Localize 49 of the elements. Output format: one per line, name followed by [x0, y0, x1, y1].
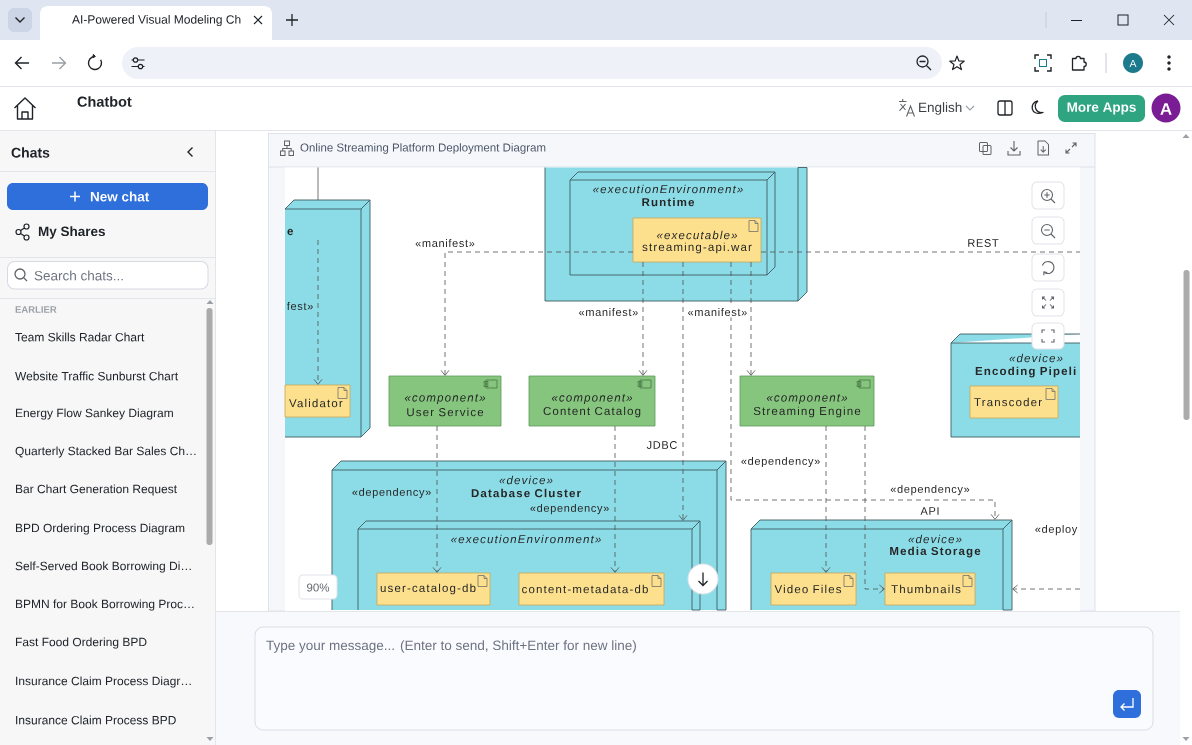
connector-label: API: [920, 507, 939, 515]
arrow: [1012, 584, 1081, 594]
edge-label: REST: [965, 237, 1001, 249]
connector-line: [760, 251, 1081, 253]
chat-title: Energy Flow Sankey Diagram: [16, 408, 173, 420]
language-label: English: [919, 102, 962, 115]
chat-title: Team Skills Radar Chart: [15, 332, 145, 342]
edge-label: «deploy: [1033, 523, 1079, 537]
app-title: Chatbot: [77, 96, 132, 107]
component-box: «component» Content Catalog: [528, 375, 656, 427]
edge-label: JDBC: [645, 439, 679, 451]
nav-link: My Shares: [38, 226, 105, 239]
arrow: [821, 425, 831, 573]
arrow: [864, 425, 885, 594]
arrow: [313, 239, 323, 385]
edge-label: «dependency»: [888, 483, 972, 497]
chat-title: Self-Served Book Borrowing Di…: [15, 561, 191, 573]
artifact-box: Validator: [284, 384, 351, 418]
section-label: EARLIER: [15, 306, 57, 313]
edge-label: fest»: [285, 300, 315, 312]
arrow: [730, 261, 1000, 520]
chat-title: BPD Ordering Process Diagram: [16, 523, 185, 535]
edge-label: «dependency»: [739, 455, 822, 469]
chat-title: Bar Chart Generation Request: [16, 484, 177, 496]
diagram-title: Online Streaming Platform Deployment Diagram: [300, 143, 546, 154]
search-field: Search chats...: [7, 261, 209, 290]
more-apps-button: More Apps: [1058, 95, 1145, 122]
new-chat-button: New chat: [7, 183, 208, 210]
arrow: [678, 261, 688, 521]
chat-title: Insurance Claim Process Diagr…: [16, 676, 191, 688]
message-input: Type your message... (Enter to send, Shift+Enter for new line): [254, 626, 1154, 731]
artifact-box: Video Files: [770, 572, 857, 606]
chat-title: Quarterly Stacked Bar Sales Ch…: [15, 446, 196, 458]
edge-label: «manifest»: [577, 306, 640, 318]
arrow: [440, 251, 634, 376]
component-box: «component» User Service: [388, 375, 502, 427]
edge-label: «manifest»: [413, 237, 477, 249]
component-box: «component» Streaming Engine: [739, 375, 875, 427]
chat-title: Fast Food Ordering BPD: [16, 637, 147, 649]
sidebar-heading: Chats: [11, 147, 50, 158]
edge-label: «manifest»: [686, 306, 749, 318]
zoom-level: 90%: [298, 574, 338, 600]
connector-line: [317, 167, 319, 201]
browser-tab: AI-Powered Visual Modeling Ch: [40, 6, 272, 40]
chat-title: BPMN for Book Borrowing Proc…: [16, 599, 194, 611]
chat-title: Website Traffic Sunburst Chart: [15, 371, 179, 381]
artifact-box: Thumbnails: [884, 572, 976, 606]
artifact-box: Transcoder: [969, 385, 1059, 419]
chat-title: Insurance Claim Process BPD: [16, 715, 176, 725]
